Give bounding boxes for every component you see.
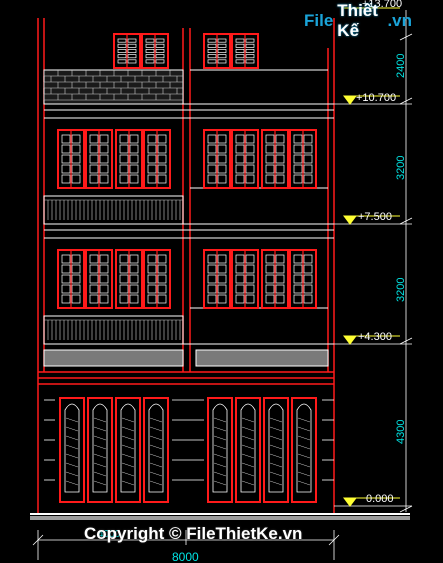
dim-total-8000: 8000: [172, 550, 199, 563]
slab-strip-right: [195, 349, 329, 367]
window-floor3-3: [143, 249, 171, 309]
level-label-4: +4.300: [358, 331, 392, 343]
dim-4300: 4300: [395, 420, 407, 444]
horizontal-dimension: [32, 530, 340, 560]
filethietke-logo: File Thiết Kế .vn: [304, 1, 412, 40]
window-top-3: [231, 33, 259, 69]
logo-text-suffix: .vn: [387, 11, 412, 30]
door-leaf-1: [87, 397, 113, 503]
dim-3200-a: 3200: [395, 156, 407, 180]
door-leaf-5: [235, 397, 261, 503]
balcony-railing-1f: [43, 315, 184, 345]
wall-cladding: [44, 399, 334, 481]
window-floor2-2: [115, 129, 143, 189]
window-floor2-6: [261, 129, 289, 189]
window-top-1: [141, 33, 169, 69]
door-leaf-2: [115, 397, 141, 503]
windows: [57, 33, 317, 309]
window-floor2-4: [203, 129, 231, 189]
entrance-doors: [59, 397, 317, 503]
window-floor3-6: [261, 249, 289, 309]
logo-text-file: File: [304, 11, 334, 30]
door-leaf-3: [143, 397, 169, 503]
window-floor2-3: [143, 129, 171, 189]
ground-line: [30, 513, 410, 520]
window-floor3-7: [289, 249, 317, 309]
door-leaf-6: [263, 397, 289, 503]
window-floor2-0: [57, 129, 85, 189]
brick-parapet: [43, 69, 184, 105]
balcony-railing-2f: [43, 195, 184, 225]
vertical-dimension: [334, 10, 413, 513]
window-floor2-1: [85, 129, 113, 189]
door-leaf-7: [291, 397, 317, 503]
dim-2400: 2400: [395, 54, 407, 78]
dim-3200-b: 3200: [395, 278, 407, 302]
dim-segment: 4000: [98, 529, 121, 540]
level-label-2: +10.700: [356, 92, 396, 104]
window-floor3-4: [203, 249, 231, 309]
window-floor3-5: [231, 249, 259, 309]
slab-strip-left: [43, 349, 184, 367]
level-label-5: 0.000: [366, 493, 394, 505]
window-floor3-0: [57, 249, 85, 309]
door-leaf-0: [59, 397, 85, 503]
window-floor2-7: [289, 129, 317, 189]
window-floor3-1: [85, 249, 113, 309]
copyright-watermark: Copyright © FileThietKe.vn: [84, 524, 303, 543]
level-label-3: +7.500: [358, 211, 392, 223]
window-top-0: [113, 33, 141, 69]
window-floor3-2: [115, 249, 143, 309]
level-markers: [343, 7, 400, 507]
door-leaf-4: [207, 397, 233, 503]
window-floor2-5: [231, 129, 259, 189]
level-label-1: +13.700: [362, 0, 402, 10]
logo-text-thietke: Thiết Kế: [337, 1, 378, 40]
window-top-2: [203, 33, 231, 69]
